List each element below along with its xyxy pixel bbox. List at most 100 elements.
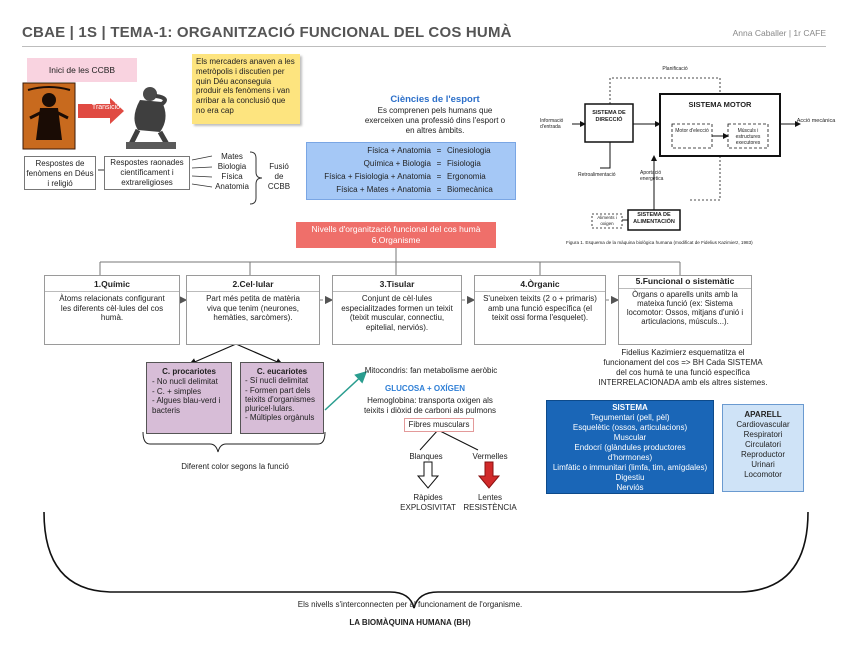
explosive-label: EXPLOSIVITAT (400, 503, 456, 512)
list-item: Tegumentari (pell, pèl) (590, 413, 670, 422)
muscle-fibres-box: Fibres musculars (404, 418, 474, 432)
eukaryotes-box: C. eucariotes - Sí nucli delimitat - For… (240, 362, 324, 434)
prokaryotes-box: C. procariotes - No nucli delimitat - C.… (146, 362, 232, 434)
level-text: Àtoms relacionats configurant les difere… (59, 294, 165, 322)
cells-brace (142, 431, 326, 453)
myth-answers-box: Respostes de fenòmens en Déus i religió (24, 156, 96, 190)
level-title: 3.Tisular (379, 279, 415, 289)
level-text: Part més petita de matèria viva que teni… (206, 294, 300, 322)
level-title: 4.Òrganic (520, 279, 560, 289)
motor-diagram-caption: Figura 1. Esquema de la màquina biològic… (566, 240, 753, 245)
table-row: Química + Biologia = Fisiologia (363, 159, 481, 168)
level-functional: 5.Funcional o sistemàtic Òrgans o aparel… (618, 275, 752, 345)
list-item: Muscular (613, 433, 647, 442)
footer-title: LA BIOMÀQUINA HUMANA (BH) (349, 618, 471, 627)
level-title: 1.Químic (94, 279, 130, 289)
transition-arrow (78, 98, 124, 124)
science-biologia: Biologia (217, 162, 247, 171)
list-item: Cardiovascular (736, 420, 790, 429)
list-item: Nerviós (616, 483, 644, 492)
aparell-title: APARELL (744, 410, 782, 419)
list-item: Esquelètic (ossos, articulacions) (572, 423, 688, 432)
direction-system-label: SISTEMA DE DIRECCIÓ (592, 110, 626, 123)
level-chemical: 1.Químic Àtoms relacionats configurant l… (44, 275, 180, 345)
level-tissue: 3.Tisular Conjunt de cèl·lules especiali… (332, 275, 462, 345)
science-anatomia: Anatomia (215, 182, 249, 191)
levels-tree (99, 248, 681, 275)
energy-label: Aportació energètica (640, 170, 664, 182)
sciences-brace (249, 151, 263, 205)
sistema-box: SISTEMA Tegumentari (pell, pèl) Esquelèt… (546, 400, 714, 494)
sistema-title: SISTEMA (612, 403, 648, 412)
greek-vase-image (22, 82, 76, 150)
bottom-brace (43, 511, 809, 609)
science-mates: Mates (221, 152, 243, 161)
footer-note: Els nivells s'interconnecten per al func… (297, 600, 523, 609)
mitochondria-text: Mitocondris: fan metabolisme aeròbic (364, 366, 498, 375)
list-item: - C. + simples (152, 386, 202, 396)
white-fibre-arrow (416, 461, 440, 489)
sport-sciences-title: Ciències de l'esport (390, 94, 480, 105)
thinker-statue-image (121, 84, 183, 150)
hemoglobin-text: Hemoglobina: transporta oxigen als teixi… (363, 396, 497, 415)
level-text: Conjunt de cèl·lules especialitzades for… (341, 294, 453, 332)
muscle-inner-label: Músculs i estructures executores (735, 128, 761, 146)
science-fisica: Física (221, 172, 243, 181)
rational-answers-box: Respostes raonades científicament i extr… (104, 156, 190, 190)
table-row: Física + Anatomia = Cinesiologia (367, 146, 491, 155)
feedback-label: Retroalimentació (578, 172, 616, 178)
motor-inner-label: Motor d'elecció (675, 128, 709, 134)
sport-sciences-description: Es comprenen pels humans que exerceixen … (364, 106, 506, 135)
functional-note: Fidelius Kazimierz esquematitza el funci… (598, 348, 768, 387)
author-label: Anna Caballer | 1r CAFE (732, 28, 826, 38)
sport-sciences-table: Física + Anatomia = Cinesiologia Química… (306, 142, 516, 200)
prokaryotes-title: C. procariotes (162, 367, 216, 376)
header-divider (22, 46, 826, 47)
ccbb-start-label: Inici de les CCBB (27, 58, 137, 82)
level-cellular: 2.Cel·lular Part més petita de matèria v… (186, 275, 320, 345)
list-item: - No nucli delimitat (152, 376, 218, 386)
red-fibre-arrow (477, 461, 501, 489)
list-item: Reproductor (740, 450, 786, 459)
list-item: Digestiu (615, 473, 645, 482)
merchants-note: Els mercaders anaven a les metròpolis i … (192, 54, 300, 124)
mechanical-action-label: Acció mecànica (796, 118, 836, 124)
table-row: Física + Mates + Anatomia = Biomecànica (336, 185, 493, 194)
list-item: Urinari (751, 460, 775, 469)
list-item: Limfàtic o immunitari (limfa, tim, amígd… (552, 463, 708, 472)
level-title: 2.Cel·lular (232, 279, 274, 289)
levels-title: Nivells d'organització funcional del cos… (296, 222, 496, 248)
glucose-oxygen-text: GLUCOSA + OXÍGEN (385, 384, 465, 393)
aparell-box: APARELL Cardiovascular Respiratori Circu… (722, 404, 804, 492)
food-input-label: Aliments i oxigen (597, 215, 617, 226)
ccbb-fusion-label: Fusió de CCBB (267, 162, 291, 191)
endurance-label: RESISTÈNCIA (463, 503, 517, 512)
page-title: CBAE | 1S | TEMA-1: ORGANITZACIÓ FUNCION… (22, 24, 512, 41)
motor-system-diagram (572, 77, 801, 231)
slow-label: Lentes (477, 493, 503, 502)
fast-label: Ràpides (413, 493, 443, 502)
level-organic: 4.Òrganic S'uneixen teixits (2 o + prima… (474, 275, 606, 345)
list-item: Respiratori (743, 430, 783, 439)
level-title: 5.Funcional o sistemàtic (635, 276, 735, 286)
motor-planning-label: Planificació (662, 66, 688, 72)
eukaryotes-title: C. eucariotes (256, 367, 308, 376)
level-text: S'uneixen teixits (2 o + primaris) amb u… (483, 294, 597, 322)
list-item: - Algues blau-verd i bacteris (152, 396, 221, 416)
food-system-label: SISTEMA DE ALIMENTACIÓN (633, 212, 675, 225)
list-item: Locomotor (744, 470, 782, 479)
level-text: Òrgans o aparells units amb la mateixa f… (626, 289, 744, 326)
list-item: - Múltiples orgànuls (245, 413, 315, 423)
list-item: Endocrí (glàndules productores d'hormone… (574, 443, 686, 462)
table-row: Física + Fisiologia + Anatomia = Ergonom… (324, 172, 486, 181)
white-fibres-label: Blanques (409, 452, 443, 461)
list-item: - Sí nucli delimitat (245, 376, 309, 386)
teal-arrow (324, 370, 368, 411)
transition-label: Transició (91, 104, 121, 111)
motor-system-label: SISTEMA MOTOR (688, 100, 752, 109)
list-item: Circulatori (744, 440, 781, 449)
cells-caption: Diferent color segons la funció (181, 462, 289, 471)
list-item: - Formen part dels teixits d'organismes … (245, 385, 315, 414)
red-fibres-label: Vermelles (472, 452, 508, 461)
